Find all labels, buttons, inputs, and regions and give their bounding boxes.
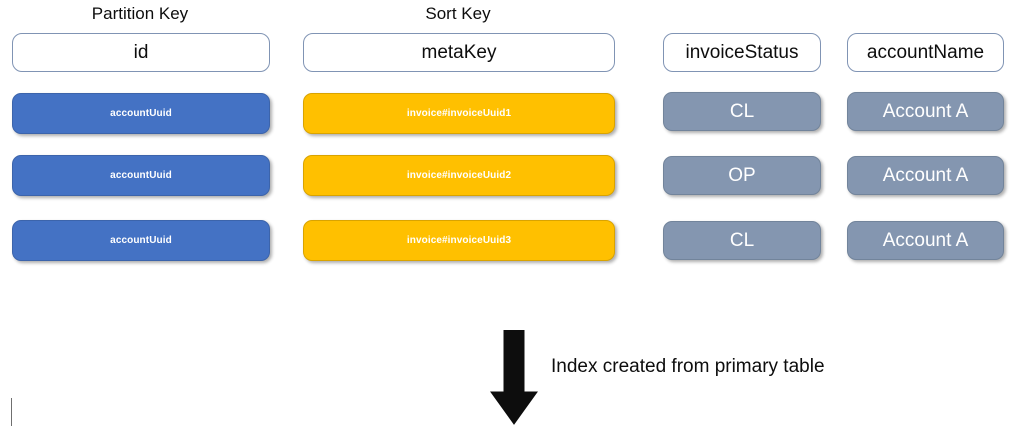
caption-partition-key: Partition Key	[91, 4, 189, 23]
data-cell-invoice-status-row2: OP	[663, 156, 821, 195]
data-cell-sort-key-row1: invoice#invoiceUuid1	[303, 93, 615, 134]
data-cell-partition-key-row3: accountUuid	[12, 220, 270, 261]
header-cell-id: id	[12, 33, 270, 72]
header-cell-invoicestatus: invoiceStatus	[663, 33, 821, 72]
data-cell-account-name-row3: Account A	[847, 221, 1004, 260]
edge-tick-mark	[11, 398, 12, 426]
header-cell-accountname: accountName	[847, 33, 1004, 72]
data-cell-invoice-status-row3: CL	[663, 221, 821, 260]
caption-sort-key: Sort Key	[425, 4, 491, 23]
data-cell-invoice-status-row1: CL	[663, 92, 821, 131]
data-cell-partition-key-row1: accountUuid	[12, 93, 270, 134]
data-cell-sort-key-row3: invoice#invoiceUuid3	[303, 220, 615, 261]
down-arrow-icon	[490, 330, 538, 425]
header-cell-metakey: metaKey	[303, 33, 615, 72]
flow-note-text: Index created from primary table	[551, 356, 825, 377]
data-cell-account-name-row1: Account A	[847, 92, 1004, 131]
data-cell-partition-key-row2: accountUuid	[12, 155, 270, 196]
data-cell-account-name-row2: Account A	[847, 156, 1004, 195]
data-cell-sort-key-row2: invoice#invoiceUuid2	[303, 155, 615, 196]
flow-arrow	[489, 330, 539, 426]
